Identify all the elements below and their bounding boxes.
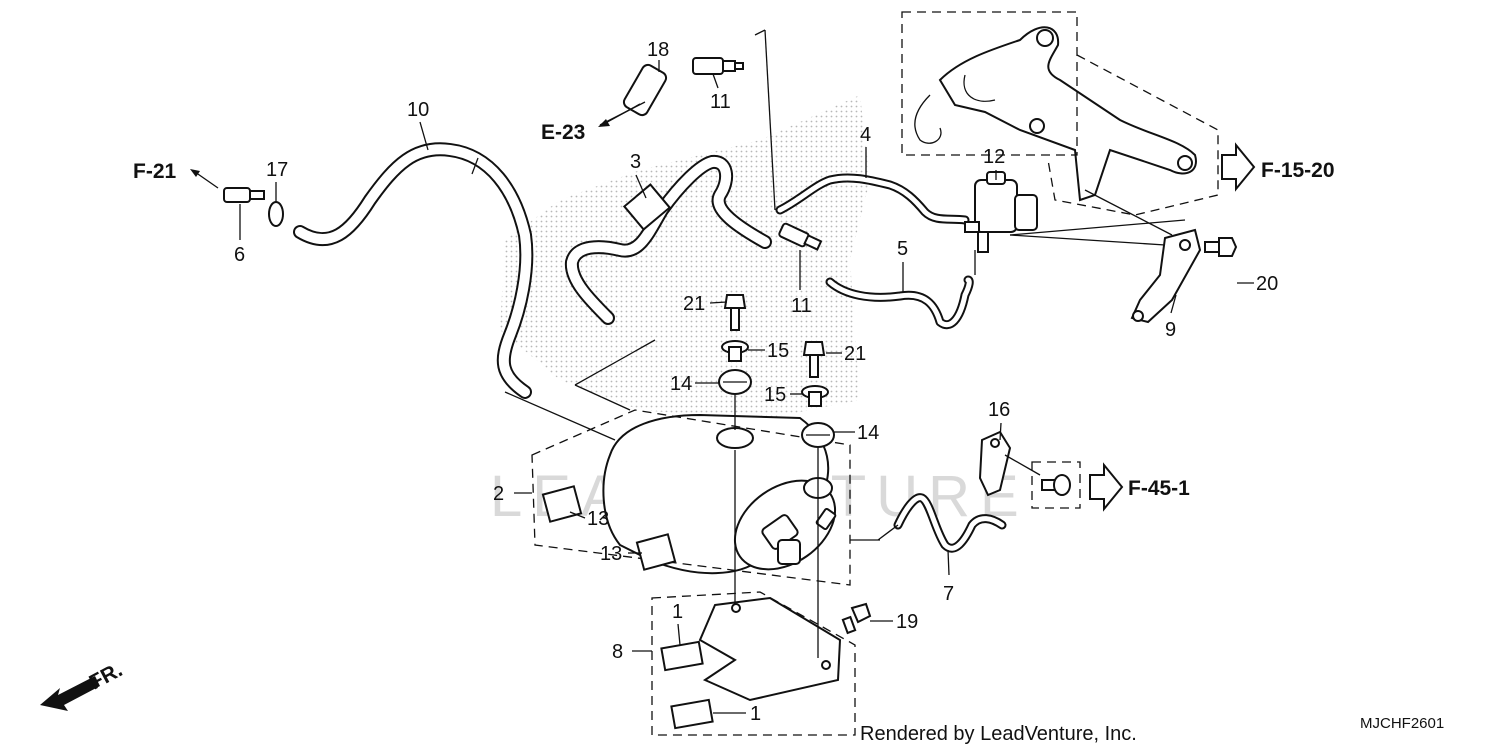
- collar-15-b: [801, 385, 829, 407]
- callout-14-a[interactable]: 14: [670, 373, 692, 395]
- callout-10[interactable]: 10: [407, 99, 429, 121]
- ref-f451-label[interactable]: F-45-1: [1128, 477, 1190, 500]
- callout-3[interactable]: 3: [630, 151, 641, 173]
- canister-2-outline: [531, 409, 851, 586]
- grommet-14-a: [718, 369, 752, 395]
- ref-f1520-arrow[interactable]: [1221, 142, 1256, 192]
- front-direction-arrow: FR.: [40, 658, 126, 711]
- hose-10-inner: [295, 144, 532, 397]
- hose-5-inner: [827, 277, 972, 328]
- bolt-21-b: [802, 341, 826, 378]
- callout-13-b[interactable]: 13: [600, 543, 622, 565]
- bracket-8-outline: [651, 591, 856, 736]
- callout-6[interactable]: 6: [234, 244, 245, 266]
- callout-8[interactable]: 8: [612, 641, 623, 663]
- callout-12[interactable]: 12: [983, 146, 1005, 168]
- fitting-6: [223, 187, 265, 203]
- screw-16: [1041, 474, 1071, 496]
- callout-21-a[interactable]: 21: [683, 293, 705, 315]
- ref-f21-label[interactable]: F-21: [133, 160, 177, 183]
- callout-leaders: [239, 60, 1254, 714]
- callout-5[interactable]: 5: [897, 238, 908, 260]
- pad-13-b: [635, 533, 677, 571]
- callout-11-upper[interactable]: 11: [710, 91, 731, 113]
- callout-1-b[interactable]: 1: [750, 703, 761, 725]
- callout-20[interactable]: 20: [1256, 273, 1278, 295]
- callout-15-b[interactable]: 15: [764, 384, 786, 406]
- hose-10-band: [471, 157, 479, 175]
- bolt-21-a: [723, 294, 747, 331]
- grommet-14-b: [801, 422, 835, 448]
- callout-17[interactable]: 17: [266, 159, 288, 181]
- ref-f1520-label[interactable]: F-15-20: [1261, 159, 1335, 182]
- callout-21-b[interactable]: 21: [844, 343, 866, 365]
- callout-19[interactable]: 19: [896, 611, 918, 633]
- clip-17: [268, 201, 284, 227]
- hose-10: [293, 142, 534, 399]
- hose-3-sleeve: [622, 183, 672, 231]
- diagram-code: MJCHF2601: [1360, 715, 1444, 732]
- callout-16[interactable]: 16: [988, 399, 1010, 421]
- joint-11-upper: [692, 57, 744, 75]
- leader-lines: [504, 29, 1186, 658]
- callout-7[interactable]: 7: [943, 583, 954, 605]
- clamp-16: [978, 430, 1012, 497]
- callout-13-a[interactable]: 13: [587, 508, 609, 530]
- callout-1-a[interactable]: 1: [672, 601, 683, 623]
- bolt-20: [1204, 237, 1238, 257]
- ref-f21-arrow: [190, 169, 219, 189]
- bracket-9: [1130, 228, 1202, 324]
- frame-bracket-outline-2: [1047, 54, 1219, 216]
- pad-1-b: [670, 698, 714, 730]
- callout-2[interactable]: 2: [493, 483, 504, 505]
- frame-bracket-outline: [901, 11, 1078, 156]
- callout-15-a[interactable]: 15: [767, 340, 789, 362]
- hose-4-inner: [777, 175, 968, 223]
- ref-e23-arrow: [598, 103, 641, 127]
- frame-bracket: [914, 26, 1197, 202]
- bolt-19: [841, 602, 872, 635]
- ref-f451-arrow[interactable]: [1089, 462, 1124, 512]
- bracket-8: [698, 596, 842, 702]
- callout-11-lower[interactable]: 11: [791, 295, 812, 317]
- engine-shading: [500, 95, 870, 420]
- rendered-by-text: Rendered by LeadVenture, Inc.: [860, 723, 1137, 745]
- joint-11-lower: [778, 222, 823, 251]
- hose-7-inner: [895, 495, 1005, 551]
- collar-15-a: [721, 340, 749, 362]
- callout-18[interactable]: 18: [647, 39, 669, 61]
- callout-4[interactable]: 4: [860, 124, 871, 146]
- pad-1-a: [660, 640, 704, 672]
- ref-e23-label[interactable]: E-23: [541, 121, 585, 144]
- callout-14-b[interactable]: 14: [857, 422, 879, 444]
- purge-valve-12: [964, 171, 1038, 253]
- hose-18: [622, 63, 668, 117]
- callout-9[interactable]: 9: [1165, 319, 1176, 341]
- clamp-16-outline: [1031, 461, 1081, 509]
